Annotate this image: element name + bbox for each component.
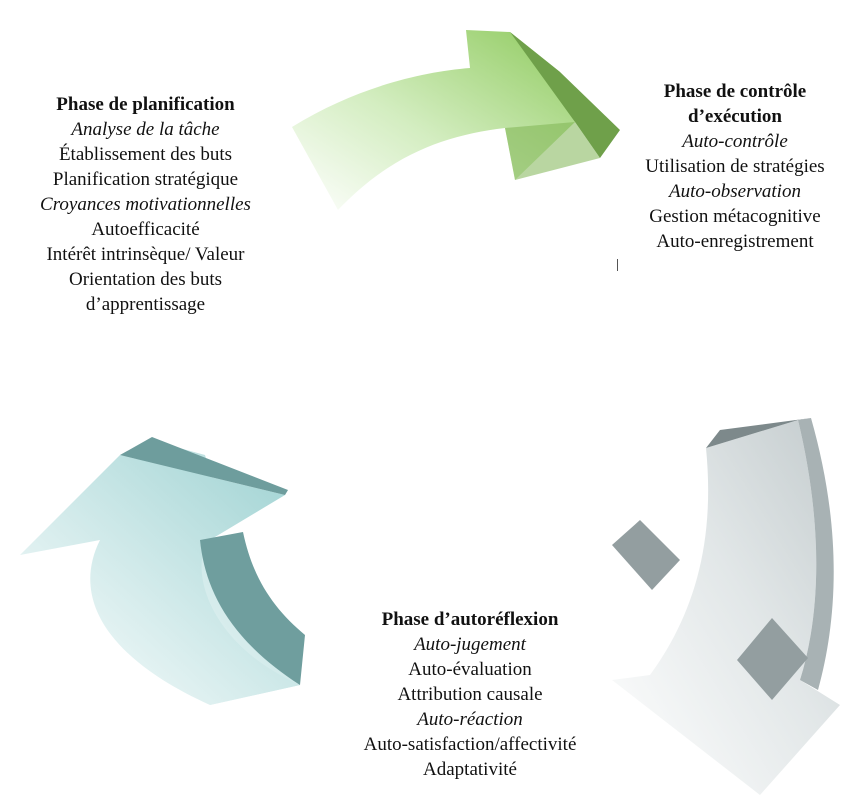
phase-control: Phase de contrôle d’exécution Auto-contr… (603, 79, 867, 254)
phase-control-item: Utilisation de stratégies (645, 156, 825, 177)
phase-reflection-subtitle-2: Auto-réaction (417, 709, 523, 730)
phase-planning-title: Phase de planification (56, 94, 235, 115)
phase-planning-item: Établissement des buts (58, 144, 233, 165)
phase-reflection-item: Adaptativité (423, 759, 517, 780)
phase-planning-item: Intérêt intrinsèque/ Valeur (46, 244, 245, 265)
phase-control-subtitle-1: Auto-contrôle (682, 131, 788, 152)
phase-reflection-subtitle-1: Auto-jugement (414, 634, 526, 655)
phase-control-title-line-1: Phase de contrôle (663, 81, 807, 102)
phase-reflection-title: Phase d’autoréflexion (381, 609, 559, 630)
phase-planning-subtitle-1: Analyse de la tâche (71, 119, 220, 140)
phase-reflection-item: Auto-évaluation (408, 659, 532, 680)
phase-planning-item: Orientation des buts (68, 269, 223, 290)
arrow-reflection-to-planning (20, 437, 305, 705)
phase-control-item: Gestion métacognitive (649, 206, 821, 227)
arrow-control-to-reflection (612, 418, 840, 795)
phase-planning: Phase de planification Analyse de la tâc… (8, 92, 283, 317)
phase-planning-subtitle-2: Croyances motivationnelles (40, 194, 251, 215)
phase-control-subtitle-2: Auto-observation (669, 181, 801, 202)
phase-control-item: Auto-enregistrement (656, 231, 814, 252)
phase-planning-item: d’apprentissage (85, 294, 206, 315)
arrow-planning-to-control (292, 30, 620, 210)
stray-tick-mark (617, 259, 618, 271)
phase-reflection-item: Auto-satisfaction/affectivité (363, 734, 577, 755)
phase-planning-item: Planification stratégique (52, 169, 239, 190)
phase-control-title-line-2: d’exécution (688, 106, 782, 127)
phase-reflection-item: Attribution causale (397, 684, 543, 705)
phase-planning-item: Autoefficacité (91, 219, 200, 240)
phase-reflection: Phase d’autoréflexion Auto-jugement Auto… (325, 607, 615, 782)
